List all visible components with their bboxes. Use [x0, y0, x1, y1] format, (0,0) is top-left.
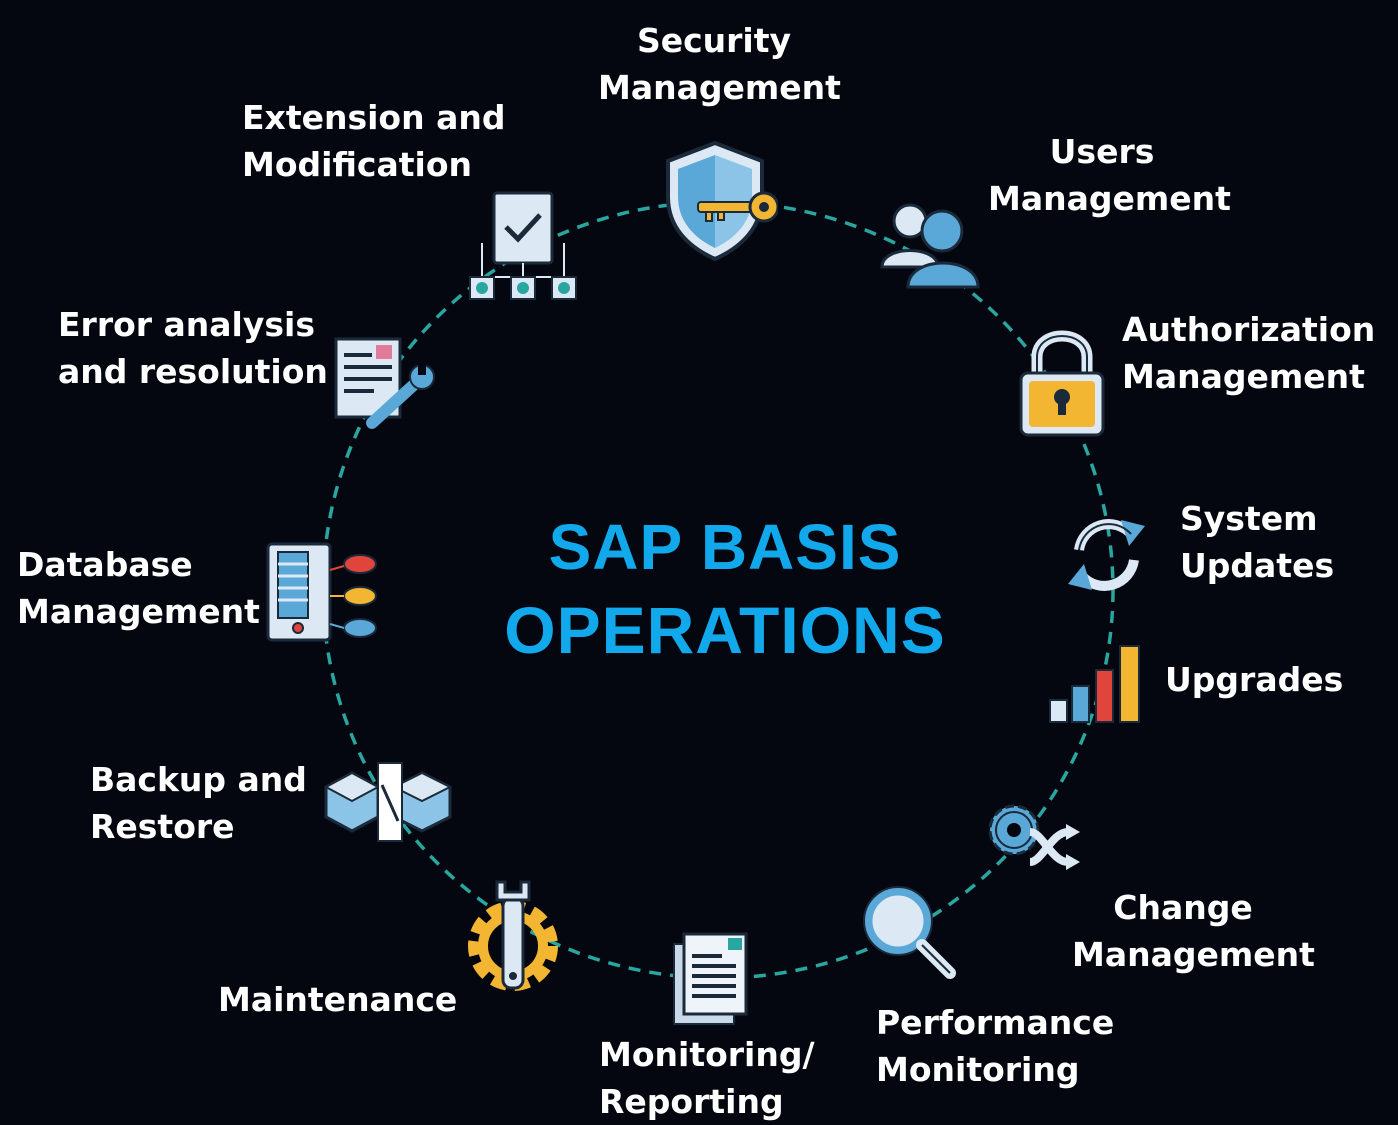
padlock-icon [1019, 330, 1105, 437]
label-monitoring-reporting: Monitoring/Reporting [599, 1035, 815, 1121]
users-icon [880, 203, 980, 289]
checklist-hierarchy-icon [469, 191, 577, 300]
shield-key-icon [666, 140, 778, 262]
wrench-gear-icon [468, 880, 558, 991]
bar-chart-icon [1049, 645, 1140, 723]
diagram-title-line1: SAP BASIS [548, 511, 902, 583]
cubes-icon [323, 762, 453, 842]
document-icon [673, 932, 748, 1025]
refresh-icon [1068, 519, 1145, 591]
diagram-title-line2: OPERATIONS [504, 593, 946, 667]
label-maintenance: Maintenance [218, 980, 458, 1019]
gears-icon [988, 804, 1080, 870]
label-upgrades: Upgrades [1165, 660, 1344, 699]
magnifier-icon [863, 886, 956, 979]
document-wrench-icon [334, 337, 435, 429]
server-database-icon [266, 542, 377, 642]
